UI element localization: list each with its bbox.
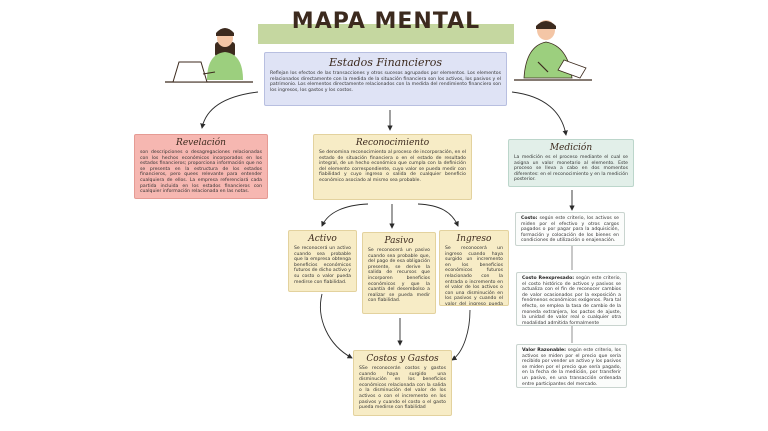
reconocimiento-title: Reconocimiento — [355, 138, 430, 148]
valor-razonable-label: Valor Razonable: — [522, 348, 566, 353]
medicion-box: Medición La medición es el proceso media… — [508, 139, 634, 187]
arrow-to-activo — [321, 203, 369, 227]
costos-gastos-title: Costos y Gastos — [366, 354, 439, 364]
revelacion-box: Revelación son descripciones o desagrega… — [134, 134, 268, 199]
costo-reexpresado-label: Costo Reexpresado: — [522, 276, 575, 281]
pasivo-box: Pasivo Se reconocerá un pasivo cuando se… — [362, 232, 436, 314]
activo-text: Se reconocerá un activo cuando sea proba… — [294, 246, 351, 285]
ingreso-title: Ingreso — [456, 234, 492, 244]
arrow-activo-to-costos — [320, 293, 353, 359]
estados-financieros-text: Reflejan los efectos de las transaccione… — [270, 71, 501, 93]
costo-reexpresado-text: según este criterio, el costo histórico … — [522, 276, 621, 326]
costo-reexpresado-box: Costo Reexpresado: según este criterio, … — [516, 272, 627, 326]
reconocimiento-text: Se denomina reconocimiento al proceso de… — [319, 150, 466, 183]
person-writing-illustration — [514, 20, 592, 81]
page-title: MAPA MENTAL — [291, 9, 481, 34]
activo-title: Activo — [308, 234, 337, 244]
costos-gastos-box: Costos y Gastos SSe reconocerán costos y… — [353, 350, 452, 416]
ingreso-box: Ingreso Se reconocerá un ingreso cuando … — [439, 230, 509, 306]
arrow-ingreso-to-costos — [451, 309, 471, 361]
ingreso-text: Se reconocerá un ingreso cuando haya sur… — [445, 246, 503, 306]
medicion-title: Medición — [549, 143, 593, 153]
revelacion-text: son descripciones o desagregaciones rela… — [140, 150, 262, 195]
arrow-to-revelacion — [200, 91, 259, 129]
estados-financieros-title: Estados Financieros — [328, 56, 443, 69]
revelacion-title: Revelación — [176, 138, 226, 148]
valor-razonable-box: Valor Razonable: según este criterio, lo… — [516, 344, 627, 388]
valor-razonable-text: según este criterio, los activos se mide… — [522, 348, 621, 387]
costo-box: Costo: según este criterio, los activos … — [515, 212, 625, 246]
title-banner — [258, 24, 514, 44]
estados-financieros-box: Estados Financieros Reflejan los efectos… — [264, 52, 507, 106]
pasivo-title: Pasivo — [384, 236, 414, 246]
costo-text: según este criterio, los activos se mide… — [521, 216, 619, 244]
medicion-text: La medición es el proceso mediante el cu… — [514, 155, 628, 183]
pasivo-text: Se reconocerá un pasivo cuando sea proba… — [368, 248, 430, 304]
costos-gastos-text: SSe reconocerán costos y gastos cuando h… — [359, 366, 446, 411]
arrow-to-ingreso — [417, 203, 459, 227]
arrow-to-medicion — [511, 91, 568, 136]
costo-label: Costo: — [521, 216, 538, 221]
person-laptop-illustration — [165, 28, 253, 83]
reconocimiento-box: Reconocimiento Se denomina reconocimient… — [313, 134, 472, 200]
activo-box: Activo Se reconocerá un activo cuando se… — [288, 230, 357, 292]
